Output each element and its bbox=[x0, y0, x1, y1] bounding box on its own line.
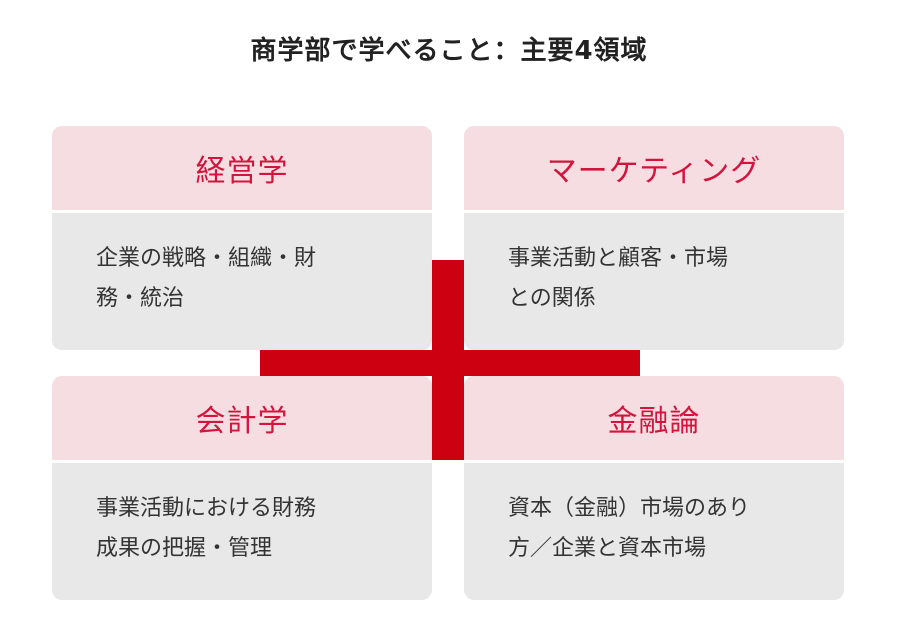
card-marketing: マーケティング 事業活動と顧客・市場 との関係 bbox=[464, 126, 844, 350]
description-line: 成果の把握・管理 bbox=[96, 536, 273, 561]
description-line: 企業の戦略・組織・財 bbox=[96, 246, 317, 271]
card-heading: マーケティング bbox=[464, 126, 844, 210]
card-accounting: 会計学 事業活動における財務 成果の把握・管理 bbox=[52, 376, 432, 600]
description-line: 務・統治 bbox=[96, 286, 185, 311]
description-line: 事業活動における財務 bbox=[96, 496, 317, 521]
card-description: 企業の戦略・組織・財 務・統治 bbox=[52, 213, 432, 350]
card-finance: 金融論 資本（金融）市場のあり 方／企業と資本市場 bbox=[464, 376, 844, 600]
description-line: 事業活動と顧客・市場 bbox=[508, 246, 729, 271]
card-heading: 会計学 bbox=[52, 376, 432, 460]
card-description: 資本（金融）市場のあり 方／企業と資本市場 bbox=[464, 463, 844, 600]
diagram-title: 商学部で学べること：主要4領域 bbox=[250, 36, 648, 66]
cross-horizontal-bar bbox=[260, 350, 640, 376]
description-line: との関係 bbox=[508, 286, 596, 311]
description-line: 方／企業と資本市場 bbox=[508, 536, 707, 561]
card-management: 経営学 企業の戦略・組織・財 務・統治 bbox=[52, 126, 432, 350]
card-heading: 経営学 bbox=[52, 126, 432, 210]
card-description: 事業活動と顧客・市場 との関係 bbox=[464, 213, 844, 350]
card-heading: 金融論 bbox=[464, 376, 844, 460]
description-line: 資本（金融）市場のあり bbox=[508, 496, 751, 521]
card-description: 事業活動における財務 成果の把握・管理 bbox=[52, 463, 432, 600]
